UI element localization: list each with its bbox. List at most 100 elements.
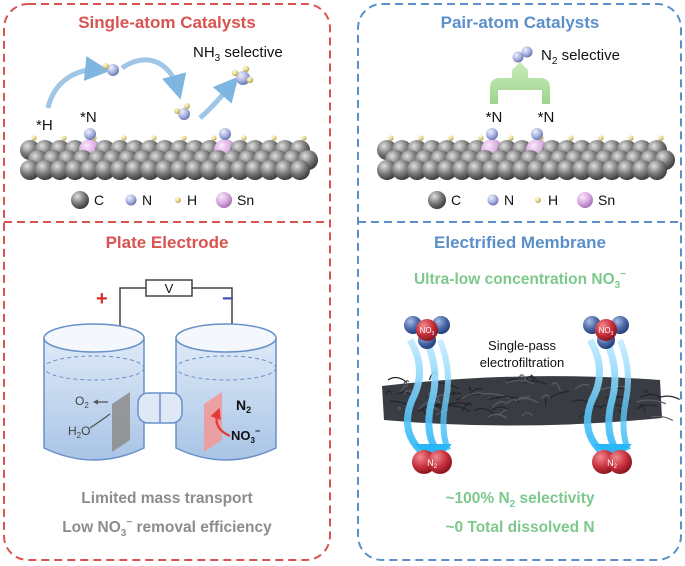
carbon-atom-icon [428, 191, 446, 209]
carbon-atom [542, 160, 562, 180]
nanotube-fibre [541, 394, 551, 399]
surface-hydrogen [658, 135, 664, 141]
surface-hydrogen [388, 135, 394, 141]
adsorbed-nitrogen [531, 128, 543, 140]
cathode-beaker [175, 323, 277, 461]
surface-hydrogen [628, 135, 634, 141]
adsorbed-nitrogen [219, 128, 231, 140]
carbon-atom [647, 160, 667, 180]
nanotube-fibre [488, 395, 519, 401]
n-adsorbate-label-2: *N [538, 109, 555, 126]
reaction-arrow-2 [120, 57, 187, 100]
carbon-atom [407, 160, 427, 180]
hydrogen-atom-icon [535, 197, 541, 203]
h2o-label: H2O [68, 424, 90, 440]
surface-hydrogen [418, 135, 424, 141]
o2-label: O2 [75, 394, 89, 410]
nh2-intermediate-icon [174, 103, 190, 120]
no3-molecule-right-label: NO3 [599, 326, 614, 337]
reaction-arrow-1 [45, 56, 110, 109]
legend-c-label: C [451, 192, 461, 208]
coupling-arrow-icon [490, 62, 550, 104]
cathode-plate [204, 392, 222, 452]
carbon-atom [452, 160, 472, 180]
carbon-atom [587, 160, 607, 180]
carbon-atom [95, 160, 115, 180]
low-removal-efficiency-caption: Low NO3− removal efficiency [62, 517, 272, 539]
carbon-atom [632, 160, 652, 180]
surface-hydrogen [568, 135, 574, 141]
nanotube-fibre [491, 406, 510, 411]
nanotube-fibre [523, 380, 547, 385]
carbon-atom [467, 160, 487, 180]
no3-molecule-left-icon: NO3 [404, 316, 450, 349]
nanotube-fibre [505, 379, 535, 385]
nanotube-fibre [636, 404, 658, 410]
legend-c-label: C [94, 192, 104, 208]
nanotube-fibre [638, 393, 662, 399]
membrane-body [382, 376, 662, 426]
carbon-atom [110, 160, 130, 180]
surface-hydrogen [478, 135, 484, 141]
surface-hydrogen [31, 135, 37, 141]
ultra-low-concentration-title: Ultra-low concentration NO3− [414, 269, 626, 291]
nanotube-fibre [551, 382, 561, 391]
left-panel-frame [3, 3, 331, 561]
carbon-atom [20, 160, 40, 180]
surface-hydrogen [241, 135, 247, 141]
h2o-arrow [89, 413, 111, 429]
carbon-atom [572, 160, 592, 180]
legend-n-label: N [504, 192, 514, 208]
nitrate-reduction-arrow [210, 407, 231, 438]
carbon-atom [392, 160, 412, 180]
n2-selectivity-result: ~100% N2 selectivity [445, 490, 594, 510]
tin-atom-icon [216, 192, 232, 208]
adsorbed-nitrogen [84, 128, 96, 140]
total-dissolved-n-result: ~0 Total dissolved N [445, 519, 594, 536]
h-adsorbate-label: *H [36, 117, 53, 134]
carbon-atom [437, 160, 457, 180]
nanotube-fibre [643, 389, 649, 394]
carbon-atom [125, 160, 145, 180]
n-adsorbate-label: *N [80, 109, 97, 126]
n2-product-label: N2 [236, 397, 251, 415]
surface-hydrogen [211, 135, 217, 141]
negative-terminal: − [222, 288, 234, 310]
n2-product-left-icon: N2 [412, 450, 452, 474]
nitrogen-atom-icon [125, 194, 137, 206]
carbon-atom [170, 160, 190, 180]
positive-terminal: + [96, 288, 108, 310]
carbon-atom [482, 160, 502, 180]
surface-hydrogen [448, 135, 454, 141]
nitrogen-atom-icon [487, 194, 499, 206]
nanotube-fibre [657, 395, 681, 401]
cell-connector [137, 392, 183, 424]
flow-arrow-right [584, 338, 632, 462]
right-panel-frame [357, 3, 682, 561]
carbon-atom [200, 160, 220, 180]
legend-h-label: H [187, 192, 197, 208]
nanotube-fibre [468, 386, 472, 391]
voltmeter-label: V [165, 281, 174, 296]
carbon-atom [512, 160, 532, 180]
carbon-atom [275, 160, 295, 180]
carbon-atom [497, 160, 517, 180]
nanotube-fibre [385, 390, 392, 395]
no3-molecule-left-label: NO3 [420, 326, 435, 337]
carbon-atom [245, 160, 265, 180]
legend-h-label: H [548, 192, 558, 208]
single-pass-label: Single-pass [488, 338, 556, 353]
nanotube-fibre [549, 390, 570, 399]
carbon-atom [140, 160, 160, 180]
single-atom-surface [20, 128, 318, 180]
carbon-atom [50, 160, 70, 180]
nanotube-fibre [636, 399, 667, 405]
n2-product-right-label: N2 [607, 458, 618, 470]
hydrogen-atom-icon [175, 197, 181, 203]
n2-product-right-icon: N2 [592, 450, 632, 474]
surface-hydrogen [271, 135, 277, 141]
no3-reactant-label: NO3− [231, 426, 260, 445]
legend-sn-label: Sn [598, 192, 615, 208]
nanotube-fibre [521, 412, 533, 417]
nh3-molecule-icon [231, 65, 254, 85]
